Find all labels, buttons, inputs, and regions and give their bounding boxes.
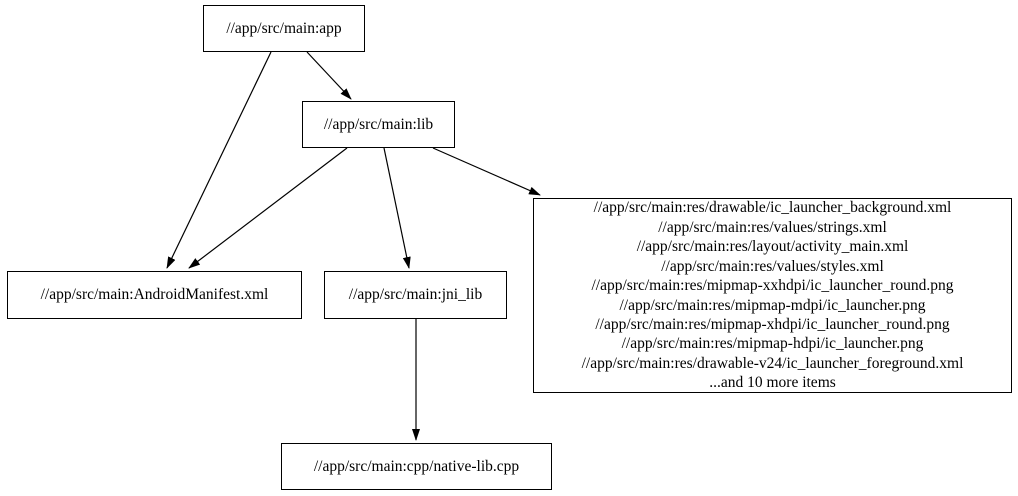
node-native-lib-cpp-label: //app/src/main:cpp/native-lib.cpp <box>313 457 520 475</box>
res-group-line: //app/src/main:res/mipmap-xhdpi/ic_launc… <box>595 315 950 333</box>
res-group-line: //app/src/main:res/layout/activity_main.… <box>636 238 909 256</box>
res-group-line: //app/src/main:res/values/strings.xml <box>658 218 887 236</box>
node-lib: //app/src/main:lib <box>302 101 455 148</box>
node-res-group: //app/src/main:res/drawable/ic_launcher_… <box>533 198 1012 393</box>
res-group-line: //app/src/main:res/mipmap-xxhdpi/ic_laun… <box>591 277 954 295</box>
res-group-line: //app/src/main:res/values/styles.xml <box>661 257 884 275</box>
edge-app-to-manifest <box>166 51 272 269</box>
node-android-manifest: //app/src/main:AndroidManifest.xml <box>7 271 302 319</box>
node-lib-label: //app/src/main:lib <box>323 115 434 133</box>
edge-lib-to-manifest <box>188 147 348 269</box>
res-group-line: //app/src/main:res/drawable-v24/ic_launc… <box>581 354 964 372</box>
node-jni-lib: //app/src/main:jni_lib <box>324 271 507 319</box>
res-group-more-items: ...and 10 more items <box>709 374 836 392</box>
node-app: //app/src/main:app <box>203 5 365 52</box>
node-jni-lib-label: //app/src/main:jni_lib <box>348 286 483 304</box>
edge-lib-to-jni-lib <box>383 147 411 269</box>
node-app-label: //app/src/main:app <box>226 19 342 37</box>
node-android-manifest-label: //app/src/main:AndroidManifest.xml <box>40 286 269 304</box>
res-group-line: //app/src/main:res/drawable/ic_launcher_… <box>593 199 952 217</box>
node-native-lib-cpp: //app/src/main:cpp/native-lib.cpp <box>281 443 552 490</box>
edge-lib-to-res-group <box>432 147 541 196</box>
res-group-line: //app/src/main:res/mipmap-mdpi/ic_launch… <box>619 296 926 314</box>
edge-app-to-lib <box>306 51 352 100</box>
res-group-line: //app/src/main:res/mipmap-hdpi/ic_launch… <box>621 335 924 353</box>
